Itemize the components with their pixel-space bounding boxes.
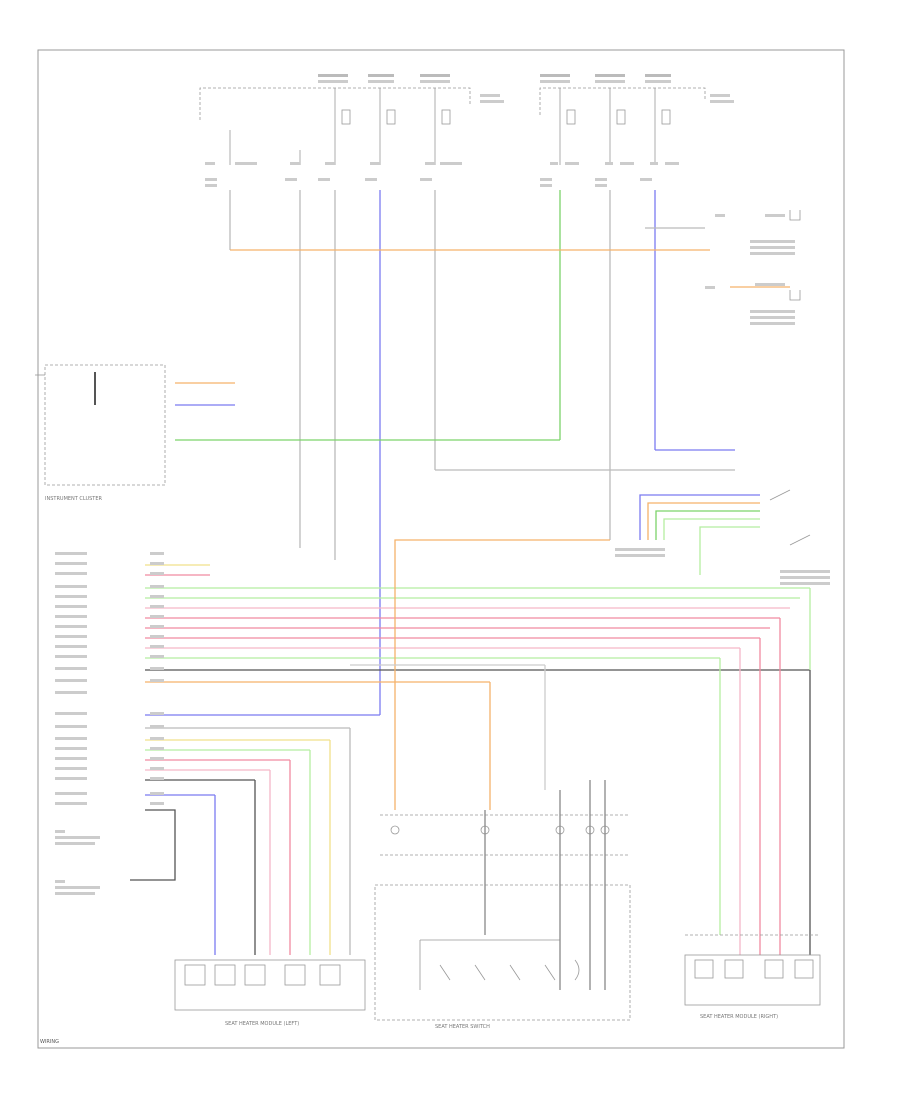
harness-left-lower [130, 727, 351, 955]
footer-label: WIRING [40, 1039, 59, 1045]
fuse-block-right [539, 87, 706, 165]
diagram-frame [37, 49, 845, 1049]
top-fuse-labels [318, 74, 734, 103]
right-mid-switches [615, 489, 830, 585]
wire-orange-top [230, 227, 790, 288]
left-ground-labels [55, 830, 100, 895]
harness-right-drops [489, 588, 811, 955]
instrument-cluster-label: INSTRUMENT CLUSTER [45, 496, 103, 502]
fuse-block-left [199, 87, 471, 165]
wires-cluster [175, 382, 735, 471]
harness-horizontal-wires [145, 564, 810, 716]
seat-heater-switch-label: SEAT HEATER SWITCH [435, 1024, 490, 1030]
right-mid-wires [639, 494, 760, 575]
wires-top-vertical [229, 190, 656, 715]
left-block-pin-labels [55, 552, 164, 805]
left-seat-module-box [174, 959, 366, 1011]
right-seat-module-label: SEAT HEATER MODULE (RIGHT) [700, 1014, 778, 1020]
orange-connector-wire [394, 539, 610, 810]
right-seat-module-box [684, 934, 821, 1006]
right-upper-sensors [705, 210, 801, 325]
switch-vertical-wires [350, 664, 606, 990]
instrument-cluster-box [35, 364, 166, 486]
seat-heater-switch-box [374, 814, 631, 1021]
connector-row-c [205, 162, 679, 187]
left-seat-module-label: SEAT HEATER MODULE (LEFT) [225, 1021, 299, 1027]
